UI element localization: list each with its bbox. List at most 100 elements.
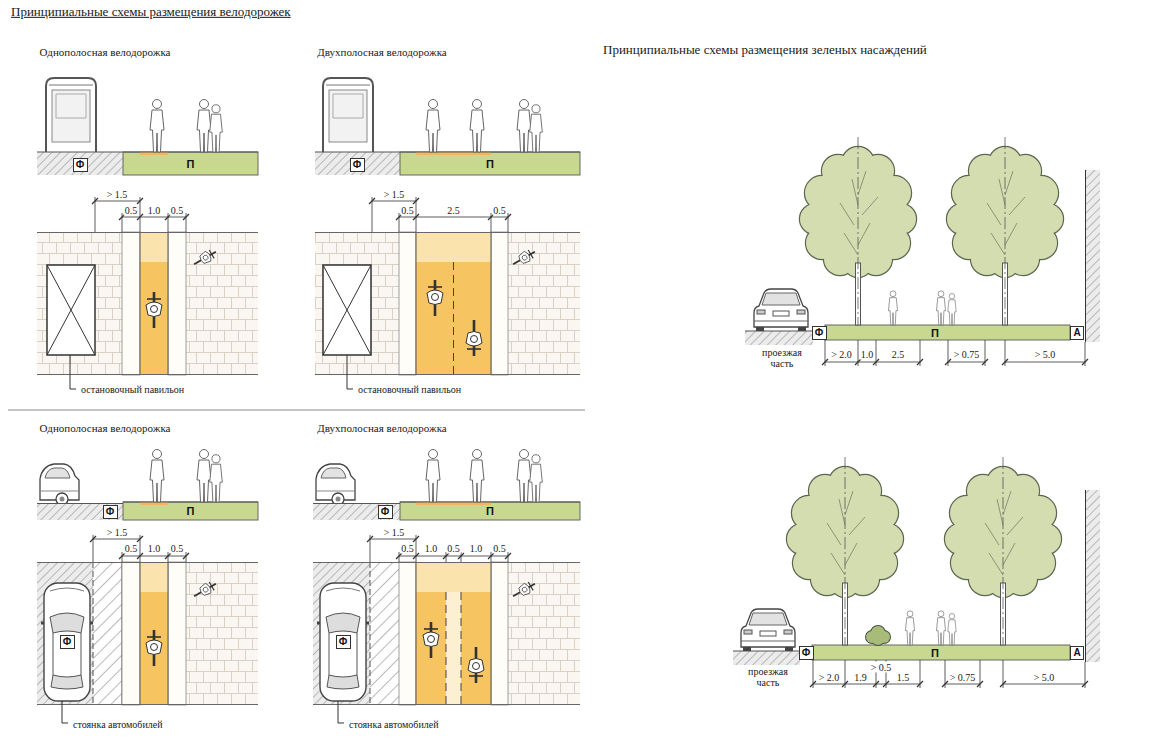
drawing-use	[888, 291, 897, 325]
drawing-rect	[313, 562, 370, 705]
node-label: Ф	[63, 637, 72, 647]
ground-band: П	[400, 502, 580, 520]
dimension-label: 0.5	[492, 543, 507, 554]
drawing-path	[347, 355, 353, 389]
drawing-use	[191, 247, 218, 269]
section-heading: Принципиальные схемы размещения зеленых …	[602, 43, 928, 57]
node-label: П	[931, 327, 939, 338]
node-label: П	[187, 506, 195, 517]
drawing-rect	[37, 504, 123, 520]
drawing-use	[741, 609, 795, 651]
dimension-label: > 0.5	[870, 662, 893, 673]
drawing-rect	[491, 562, 508, 705]
callout-label: стоянка автомобилей	[348, 719, 440, 730]
symbol-box: А	[1070, 326, 1084, 340]
drawing-use	[46, 78, 96, 152]
drawing-path	[416, 562, 491, 705]
drawing-path	[370, 562, 371, 705]
drawing-g	[810, 660, 1088, 688]
drawing-path	[825, 340, 1085, 366]
dimension-label: 2.5	[446, 205, 461, 216]
drawing-path	[90, 536, 189, 559]
drawing-path	[372, 197, 508, 232]
drawing-path	[37, 563, 258, 705]
diagram-title: Принципиальные схемы размещения велодоро…	[10, 5, 292, 19]
node-label: П	[187, 158, 195, 169]
drawing-g	[369, 197, 511, 232]
node-label: Ф	[339, 637, 348, 647]
drawing-use	[197, 100, 211, 153]
drawing-use	[936, 291, 945, 325]
drawing-line	[37, 151, 258, 152]
drawing-use	[787, 457, 903, 645]
drawing-path	[313, 563, 580, 705]
dimension-label: > 0.75	[953, 349, 981, 360]
drawing-use	[426, 450, 440, 503]
dimension-label: > 1.5	[383, 527, 406, 538]
dimension-label: > 1.5	[106, 527, 129, 538]
dimension-label: 1.0	[147, 543, 162, 554]
bike-panel-stop-one-lane	[37, 78, 258, 389]
node-label: Ф	[106, 507, 115, 517]
drawing-path	[95, 197, 186, 232]
panel-title: Двухполосная велодорожка	[316, 422, 447, 434]
green-scheme-top	[745, 137, 1100, 366]
separator-line	[8, 410, 585, 411]
drawing-use	[323, 78, 373, 152]
drawing-rect	[123, 502, 258, 520]
drawing-use	[517, 450, 531, 503]
drawing-path	[93, 562, 94, 705]
drawing-use	[754, 289, 808, 331]
dimension-label: 0.5	[492, 205, 507, 216]
drawing-use	[470, 100, 484, 153]
drawing-use	[423, 622, 439, 658]
drawing-use	[317, 583, 369, 701]
drawing-use	[146, 630, 162, 666]
drawing-path	[367, 536, 511, 559]
drawing-rect	[37, 562, 93, 705]
drawing-rect	[313, 504, 400, 520]
drawing-use	[197, 450, 211, 503]
callout-label: остановочный павильон	[80, 384, 185, 395]
drawing-use	[530, 105, 543, 152]
dimension-label: > 2.0	[818, 672, 841, 683]
drawing-rect	[416, 562, 491, 592]
symbol-box: А	[1070, 646, 1084, 660]
dimension-label: 0.5	[124, 543, 139, 554]
drawing-path	[446, 592, 461, 705]
drawing-g	[822, 340, 1088, 366]
symbol-box: Ф	[73, 158, 88, 172]
node-label: П	[486, 158, 494, 169]
drawing-rect	[123, 152, 258, 175]
dimension-label: 0.5	[400, 205, 415, 216]
drawing-path	[370, 535, 508, 562]
drawing-line	[315, 151, 580, 152]
dimension-label: > 1.5	[106, 189, 129, 200]
drawing-use	[191, 579, 218, 601]
drawing-use	[948, 294, 956, 326]
drawing-rect	[416, 232, 491, 375]
node-label: Ф	[76, 160, 85, 170]
drawing-rect	[122, 232, 140, 375]
drawing-path	[313, 502, 580, 504]
drawing-rect	[140, 232, 168, 375]
symbol-box: Ф	[378, 505, 393, 519]
drawing-use	[945, 457, 1061, 645]
drawing-use	[936, 611, 945, 645]
drawing-rect	[416, 232, 491, 262]
dimension-label: 0.5	[170, 205, 185, 216]
drawing-use	[517, 100, 531, 153]
drawing-use	[866, 626, 890, 645]
drawing-use	[510, 579, 537, 601]
green-scheme-bottom	[733, 457, 1100, 688]
callout-label: проезжая часть	[736, 666, 800, 688]
drawing-rect	[37, 562, 258, 705]
node-label: П	[486, 506, 494, 517]
drawing-rect	[37, 152, 123, 175]
node-label: Ф	[815, 328, 824, 338]
drawing-path	[37, 502, 258, 504]
drawing-rect	[812, 645, 1070, 660]
